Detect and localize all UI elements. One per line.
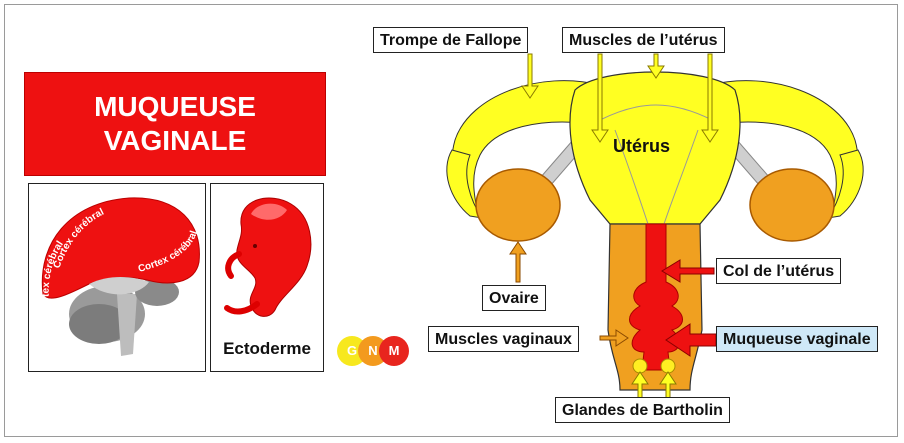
label-muscles-uterus: Muscles de l’utérus xyxy=(562,27,725,53)
arrow-ovaire xyxy=(510,242,526,282)
label-muscles-vaginaux: Muscles vaginaux xyxy=(428,326,579,352)
left-ovary xyxy=(476,169,560,241)
label-col-uterus: Col de l’utérus xyxy=(716,258,841,284)
label-ovaire: Ovaire xyxy=(482,285,546,311)
label-muqueuse-vaginale: Muqueuse vaginale xyxy=(716,326,878,352)
bartholin-gland-left xyxy=(633,359,647,373)
bartholin-gland-right xyxy=(661,359,675,373)
right-ovary xyxy=(750,169,834,241)
label-trompe-fallope: Trompe de Fallope xyxy=(373,27,528,53)
label-uterus: Utérus xyxy=(613,136,670,157)
label-glandes-bartholin: Glandes de Bartholin xyxy=(555,397,730,423)
